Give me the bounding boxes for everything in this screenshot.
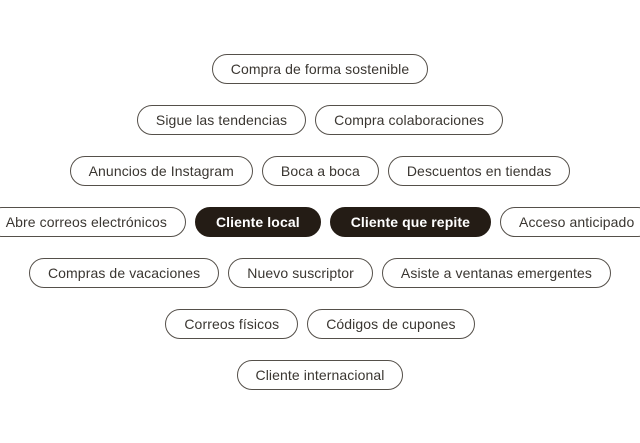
tag-asiste-a-ventanas-emergentes[interactable]: Asiste a ventanas emergentes [381, 257, 612, 288]
tag-row: Abre correos electrónicos Cliente local Cl… [0, 206, 640, 237]
tag-row: Compra de forma sostenible [211, 53, 429, 84]
tag-cliente-local[interactable]: Cliente local [194, 206, 321, 237]
tag-row: Compras de vacaciones Nuevo suscriptor Asi… [28, 257, 612, 288]
tag-descuentos-en-tiendas[interactable]: Descuentos en tiendas [387, 155, 571, 186]
tag-cliente-que-repite[interactable]: Cliente que repite [329, 206, 491, 237]
tag-abre-correos-electronicos[interactable]: Abre correos electrónicos [0, 206, 186, 237]
tag-acceso-anticipado[interactable]: Acceso anticipado [500, 206, 640, 237]
tag-compra-de-forma-sostenible[interactable]: Compra de forma sostenible [211, 53, 429, 84]
tag-compra-colaboraciones[interactable]: Compra colaboraciones [315, 104, 504, 135]
tag-boca-a-boca[interactable]: Boca a boca [261, 155, 379, 186]
tag-correos-fisicos[interactable]: Correos físicos [165, 308, 299, 339]
tag-sigue-las-tendencias[interactable]: Sigue las tendencias [136, 104, 307, 135]
tag-row: Sigue las tendencias Compra colaboracione… [136, 104, 504, 135]
tag-row: Anuncios de Instagram Boca a boca Descuent… [69, 155, 571, 186]
tag-codigos-de-cupones[interactable]: Códigos de cupones [307, 308, 475, 339]
tag-anuncios-de-instagram[interactable]: Anuncios de Instagram [69, 155, 253, 186]
tag-cliente-internacional[interactable]: Cliente internacional [236, 359, 404, 390]
tag-nuevo-suscriptor[interactable]: Nuevo suscriptor [228, 257, 373, 288]
tag-row: Cliente internacional [236, 359, 404, 390]
tag-compras-de-vacaciones[interactable]: Compras de vacaciones [28, 257, 220, 288]
tag-row: Correos físicos Códigos de cupones [165, 308, 475, 339]
